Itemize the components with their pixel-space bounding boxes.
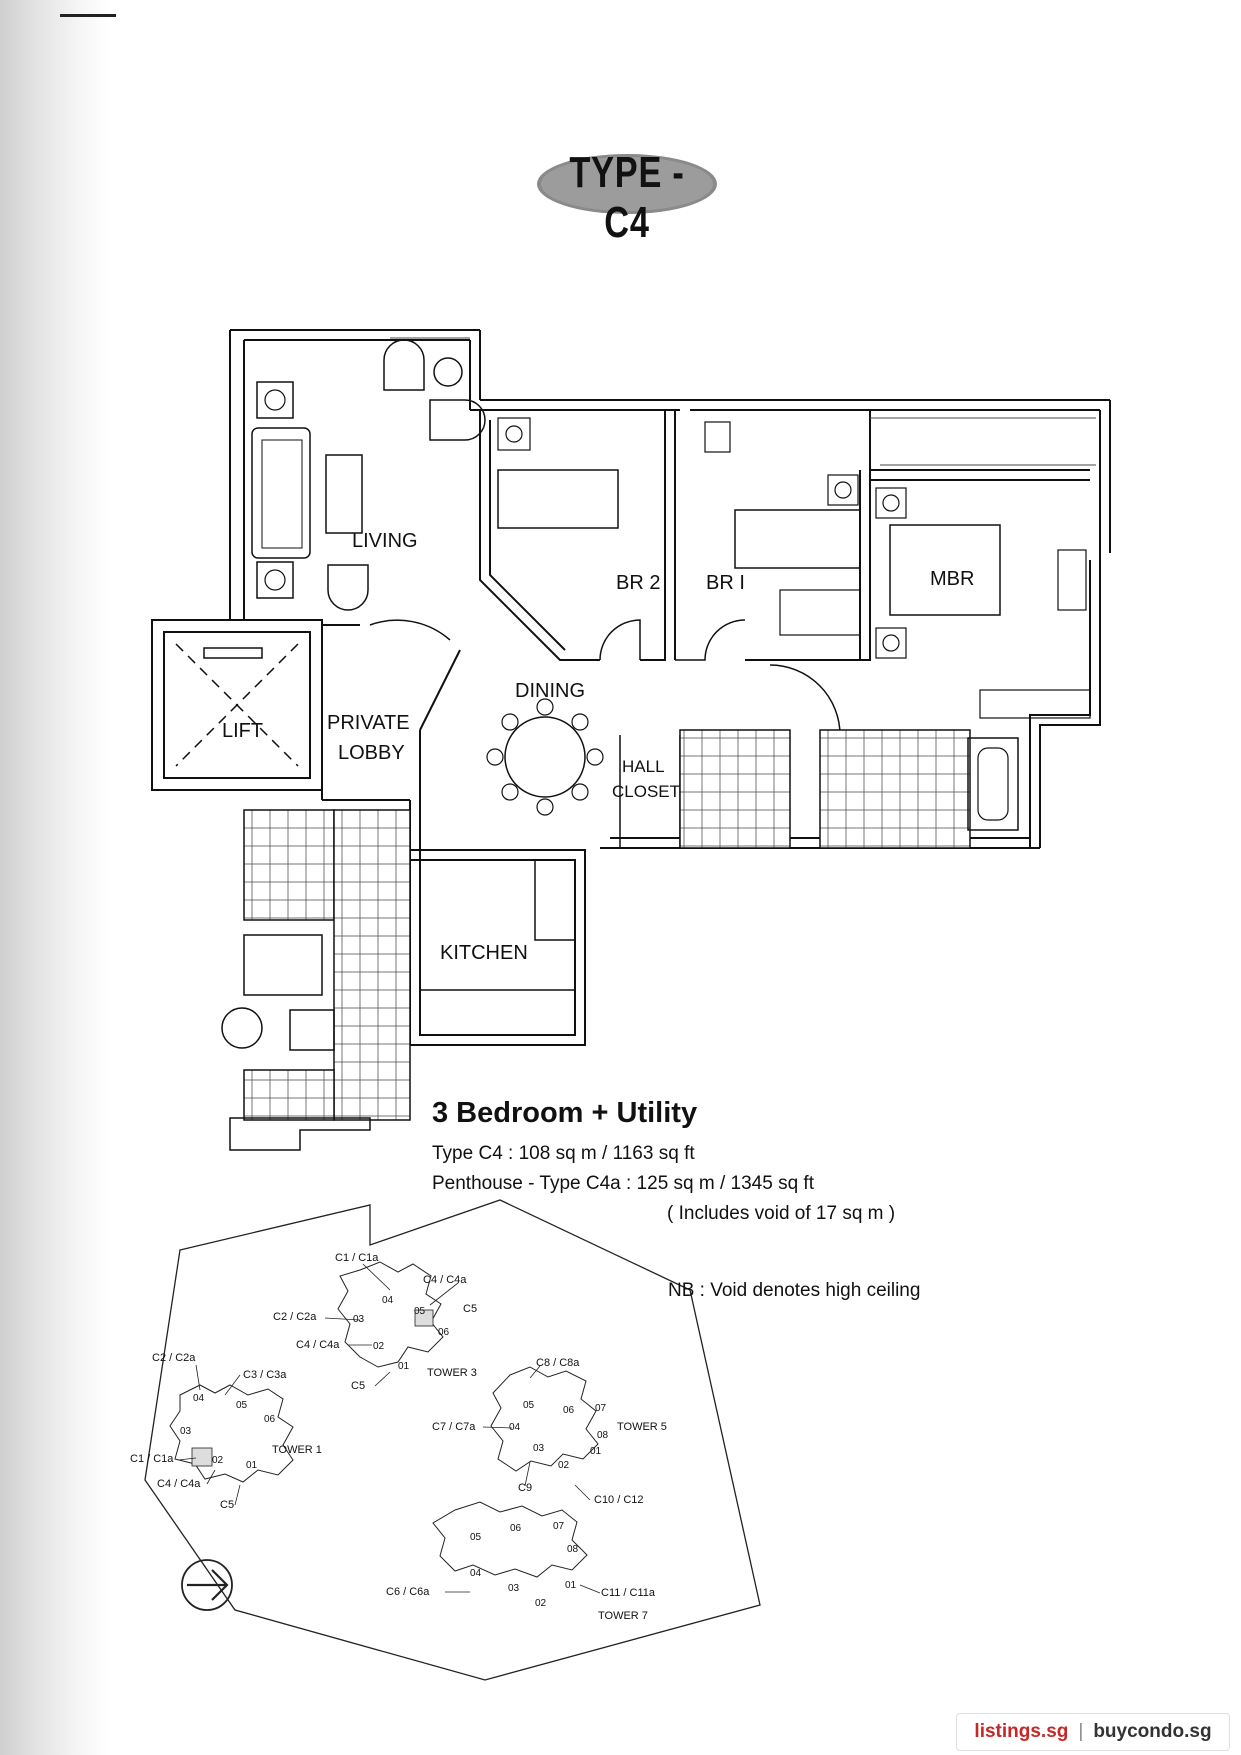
room-living: LIVING xyxy=(352,530,418,552)
unit-number: 05 xyxy=(236,1400,248,1411)
site-label: C5 xyxy=(351,1380,366,1392)
site-label: TOWER 3 xyxy=(427,1367,477,1379)
site-label: C5 xyxy=(463,1303,478,1315)
room-mbr: MBR xyxy=(930,568,975,590)
unit-void-note: ( Includes void of 17 sq m ) xyxy=(667,1203,896,1224)
site-label: C7 / C7a xyxy=(432,1421,476,1433)
room-lift: LIFT xyxy=(222,720,264,742)
footer-separator: | xyxy=(1078,1721,1084,1742)
unit-number: 06 xyxy=(563,1405,575,1416)
type-title-badge: TYPE - C4 xyxy=(532,140,722,247)
site-label: TOWER 1 xyxy=(272,1444,322,1456)
site-label: C8 / C8a xyxy=(536,1357,580,1369)
unit-number: 03 xyxy=(353,1314,365,1325)
unit-number: 02 xyxy=(535,1598,547,1609)
unit-area-penthouse: Penthouse - Type C4a : 125 sq m / 1345 s… xyxy=(432,1173,814,1194)
room-kitchen: KITCHEN xyxy=(440,942,528,964)
unit-number: 02 xyxy=(373,1341,385,1352)
site-label: TOWER 5 xyxy=(617,1421,667,1433)
site-label: C6 / C6a xyxy=(386,1586,430,1598)
site-label: C5 xyxy=(220,1499,235,1511)
site-label: C1 / C1a xyxy=(335,1252,379,1264)
unit-number: 01 xyxy=(246,1460,258,1471)
scan-edge-mark xyxy=(60,14,116,17)
unit-number: 08 xyxy=(597,1430,609,1441)
site-label: C10 / C12 xyxy=(594,1494,644,1506)
footer-site-b[interactable]: buycondo.sg xyxy=(1093,1721,1212,1742)
site-label: C4 / C4a xyxy=(157,1478,201,1490)
unit-number: 06 xyxy=(438,1327,450,1338)
room-hall-closet-line2: CLOSET xyxy=(612,782,681,801)
room-br2: BR 2 xyxy=(616,572,661,594)
unit-number: 07 xyxy=(595,1403,607,1414)
room-private-lobby-line1: PRIVATE xyxy=(327,712,410,734)
unit-number: 06 xyxy=(510,1523,522,1534)
unit-number: 03 xyxy=(533,1443,545,1454)
unit-number: 01 xyxy=(565,1580,577,1591)
unit-number: 02 xyxy=(212,1455,224,1466)
site-label: C4 / C4a xyxy=(296,1339,340,1351)
unit-number: 04 xyxy=(470,1568,482,1579)
footer-site-a[interactable]: listings.sg xyxy=(974,1721,1069,1742)
footer-watermark: listings.sg | buycondo.sg xyxy=(956,1713,1230,1751)
unit-number: 05 xyxy=(470,1532,482,1543)
site-label: C1 / C1a xyxy=(130,1453,174,1465)
site-label: C11 / C11a xyxy=(601,1587,656,1599)
site-label: C3 / C3a xyxy=(243,1369,287,1381)
unit-number: 01 xyxy=(398,1361,410,1372)
scan-edge-shading xyxy=(0,0,110,1755)
unit-heading: 3 Bedroom + Utility xyxy=(432,1097,698,1129)
site-label: C2 / C2a xyxy=(152,1352,196,1364)
room-dining: DINING xyxy=(515,680,585,702)
unit-number: 06 xyxy=(264,1414,276,1425)
high-ceiling-note: NB : Void denotes high ceiling xyxy=(668,1280,921,1301)
unit-number: 08 xyxy=(567,1544,579,1555)
unit-number: 07 xyxy=(553,1521,565,1532)
site-label: TOWER 7 xyxy=(598,1610,648,1622)
unit-number: 03 xyxy=(180,1426,192,1437)
unit-number: 04 xyxy=(509,1422,521,1433)
unit-number: 04 xyxy=(193,1393,205,1404)
unit-number: 01 xyxy=(590,1446,602,1457)
site-label: C2 / C2a xyxy=(273,1311,317,1323)
unit-number: 04 xyxy=(382,1295,394,1306)
site-label: C4 / C4a xyxy=(423,1274,467,1286)
title-ellipse xyxy=(537,154,717,214)
unit-number: 02 xyxy=(558,1460,570,1471)
site-label: C9 xyxy=(518,1482,533,1494)
room-hall-closet-line1: HALL xyxy=(622,757,665,776)
unit-number: 03 xyxy=(508,1583,520,1594)
unit-number: 05 xyxy=(414,1306,426,1317)
room-br1: BR I xyxy=(706,572,745,594)
page-title: TYPE - C4 xyxy=(569,148,685,247)
unit-area-type-c4: Type C4 : 108 sq m / 1163 sq ft xyxy=(432,1143,695,1164)
unit-number: 05 xyxy=(523,1400,535,1411)
room-private-lobby-line2: LOBBY xyxy=(338,742,405,764)
